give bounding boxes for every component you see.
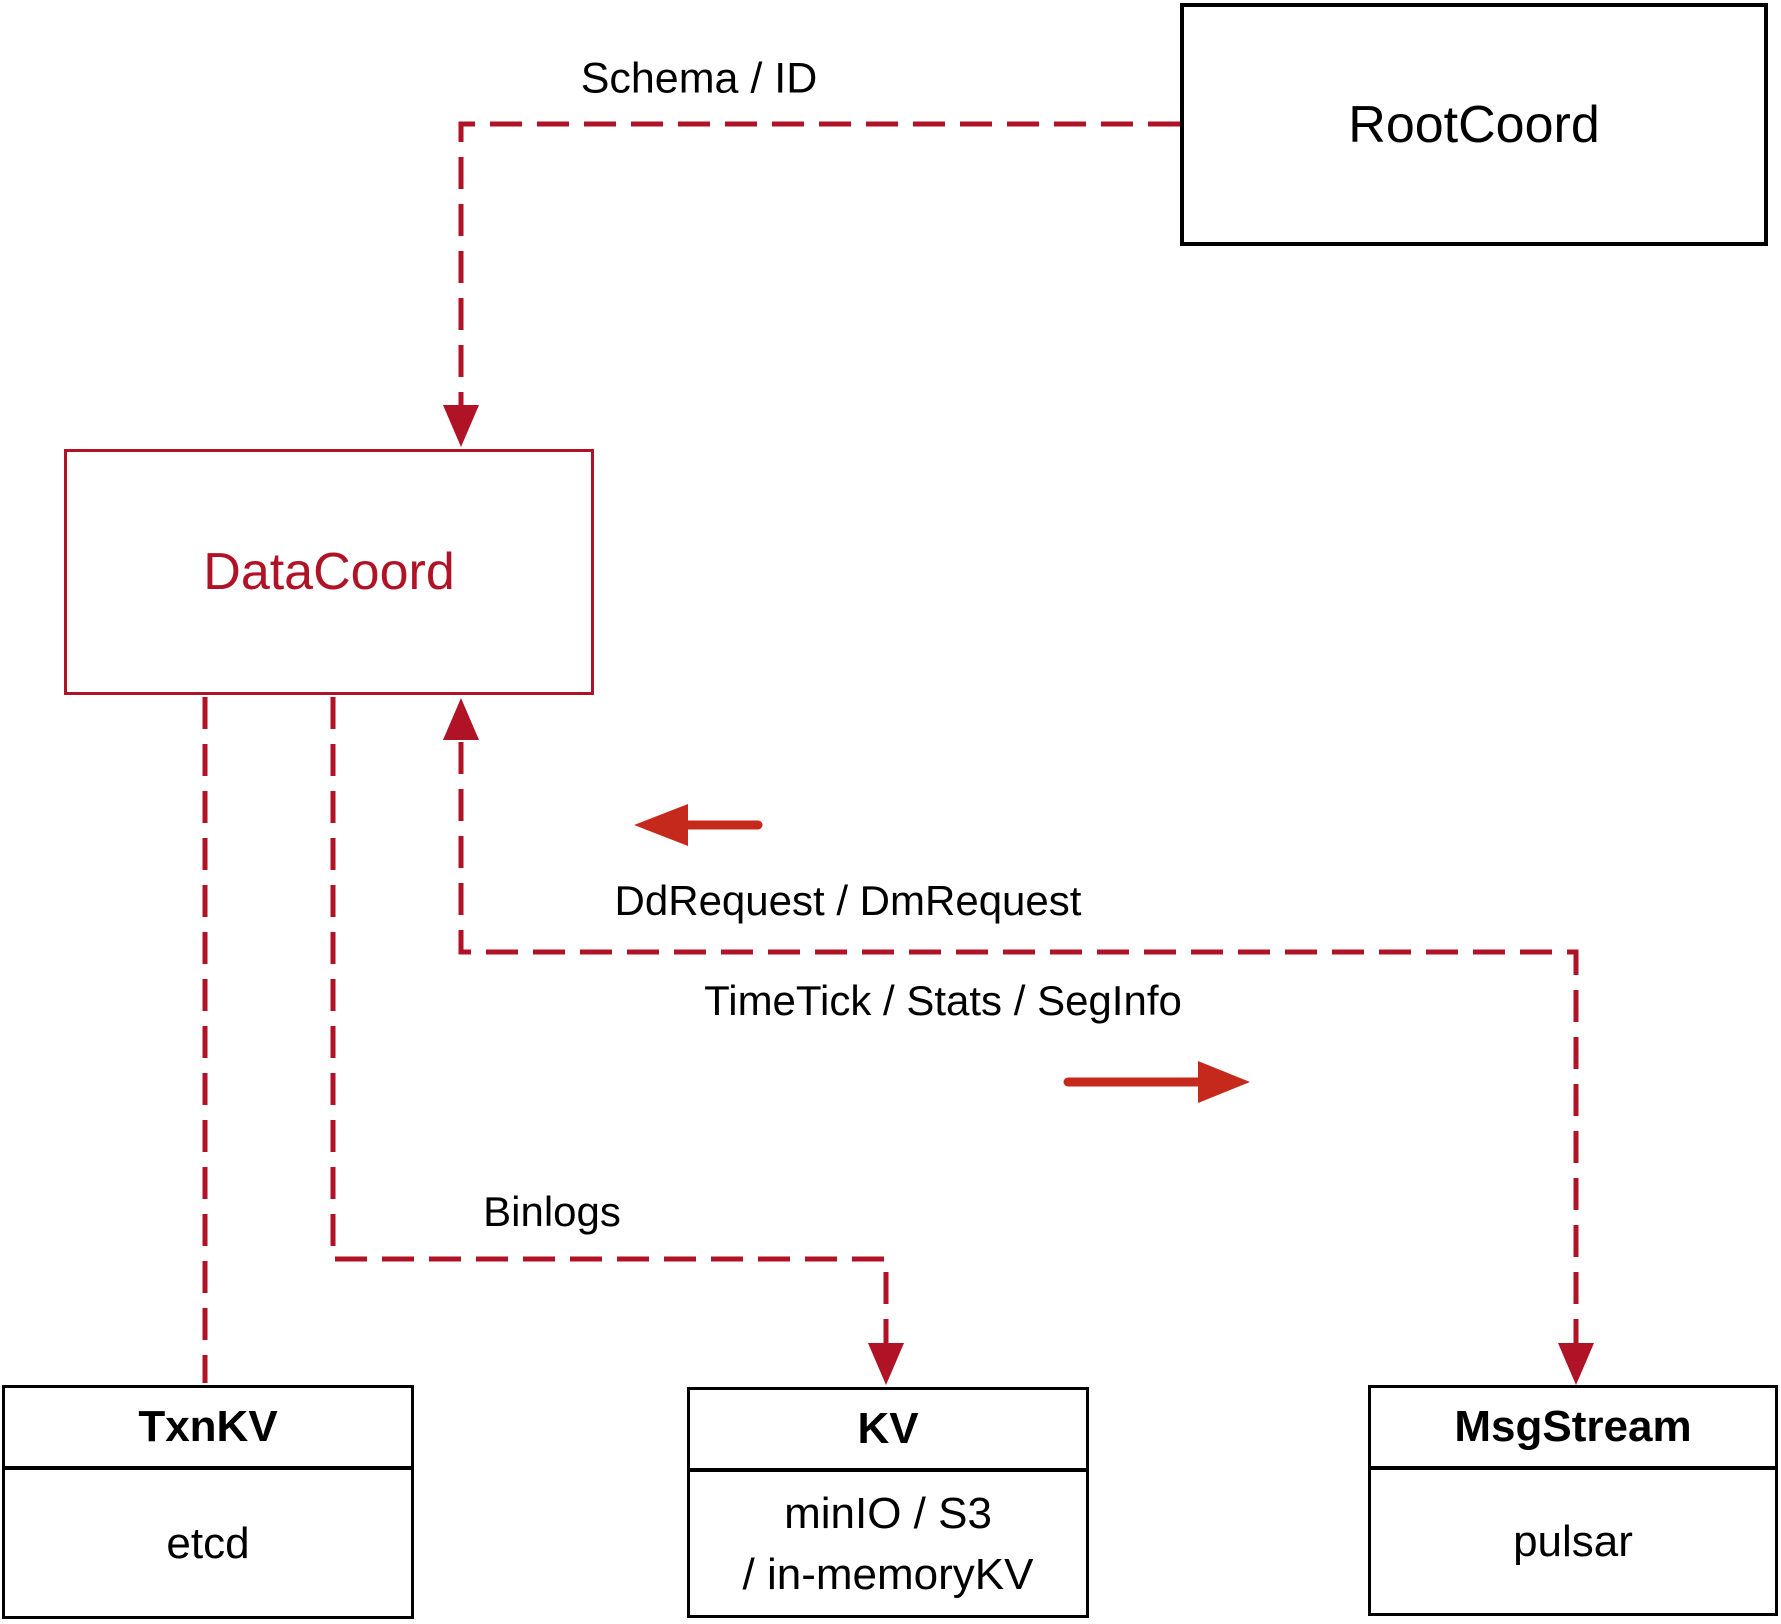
arrowhead-down-into-kv-icon xyxy=(868,1343,904,1385)
arrowhead-down-into-datacoord-icon xyxy=(443,405,479,447)
edge-label-schema-id: Schema / ID xyxy=(580,54,818,103)
left-direction-arrow-icon xyxy=(634,804,763,846)
kv-body-line1: minIO / S3 xyxy=(784,1488,992,1538)
arrowhead-up-into-datacoord-icon xyxy=(443,698,479,740)
node-kv: KV minIO / S3 / in-memoryKV xyxy=(687,1387,1089,1618)
msgstream-title: MsgStream xyxy=(1371,1388,1775,1470)
datacoord-label: DataCoord xyxy=(203,543,455,601)
node-rootcoord: RootCoord xyxy=(1180,3,1768,246)
kv-title: KV xyxy=(690,1390,1086,1472)
txnkv-title: TxnKV xyxy=(5,1388,411,1470)
right-direction-arrow-icon xyxy=(1063,1061,1250,1103)
schema-id-connector xyxy=(458,121,1180,408)
edge-label-ddrequest-dmrequest: DdRequest / DmRequest xyxy=(614,877,1082,924)
node-datacoord: DataCoord xyxy=(64,449,594,695)
node-msgstream: MsgStream pulsar xyxy=(1368,1385,1778,1616)
edge-label-binlogs: Binlogs xyxy=(483,1188,621,1235)
msgstream-body: pulsar xyxy=(1513,1517,1633,1566)
txnkv-body: etcd xyxy=(166,1518,250,1568)
rootcoord-label: RootCoord xyxy=(1348,95,1600,154)
edge-label-timetick-stats-seginfo: TimeTick / Stats / SegInfo xyxy=(704,977,1182,1024)
binlogs-connector xyxy=(330,697,889,1345)
kv-body: minIO / S3 / in-memoryKV xyxy=(690,1472,1086,1615)
kv-body-line2: / in-memoryKV xyxy=(742,1549,1034,1599)
node-txnkv: TxnKV etcd xyxy=(2,1385,414,1619)
arrowhead-down-into-msgstream-icon xyxy=(1558,1343,1594,1385)
msgstream-datacoord-connector xyxy=(458,742,1579,1345)
